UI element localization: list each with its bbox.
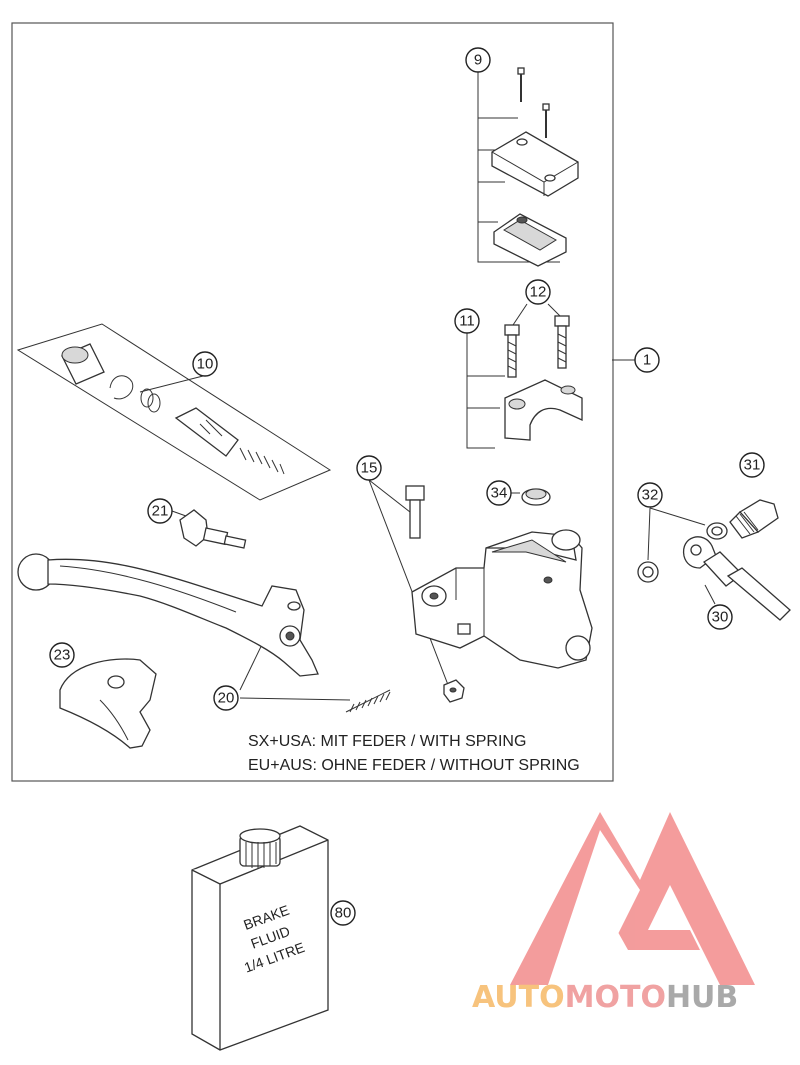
reservoir-cover-group [491, 67, 579, 267]
lever-boot [59, 658, 157, 749]
automotohub-logo-mark [510, 812, 755, 985]
svg-text:10: 10 [197, 356, 214, 373]
callout-10: 10 [192, 351, 218, 377]
svg-text:34: 34 [491, 485, 508, 502]
svg-text:31: 31 [744, 457, 761, 474]
svg-text:32: 32 [642, 487, 659, 504]
svg-text:9: 9 [474, 52, 482, 69]
callout-30: 30 [707, 604, 733, 630]
brake-fluid-can [191, 825, 329, 1051]
handlebar-clamp-group [504, 315, 583, 441]
master-cylinder-body [411, 529, 593, 669]
adjuster-group [179, 509, 247, 549]
spring-note-line1: SX+USA: MIT FEDER / WITH SPRING [248, 733, 527, 750]
svg-text:11: 11 [459, 313, 475, 330]
svg-text:12: 12 [530, 284, 547, 301]
piston-kit-group [16, 323, 332, 501]
diagram-frame [11, 22, 614, 782]
callout-20: 20 [213, 685, 239, 711]
callout-34: 34 [486, 480, 512, 506]
svg-text:15: 15 [361, 460, 378, 477]
callout-31: 31 [739, 452, 765, 478]
callout-9: 9 [465, 47, 491, 73]
brake-lever [17, 553, 319, 677]
logo-word-moto: MOTO [564, 980, 666, 1015]
svg-text:80: 80 [335, 905, 352, 922]
logo-word-hub: HUB [665, 980, 739, 1015]
callout-32: 32 [637, 482, 663, 508]
brake-hose-group [637, 499, 791, 621]
callout-12: 12 [525, 279, 551, 305]
spring-note-line2: EU+AUS: OHNE FEDER / WITHOUT SPRING [248, 757, 580, 774]
callout-11: 11 [454, 308, 480, 334]
pivot-bolt-group [405, 485, 465, 703]
lever-spring [345, 689, 391, 713]
callout-21: 21 [147, 498, 173, 524]
svg-text:30: 30 [712, 609, 729, 626]
svg-text:1: 1 [643, 352, 651, 369]
callout-15: 15 [356, 455, 382, 481]
logo-word-auto: AUTO [472, 980, 565, 1015]
svg-text:21: 21 [152, 503, 169, 520]
svg-text:20: 20 [218, 690, 235, 707]
svg-text:23: 23 [54, 647, 71, 664]
screw-cap-group [521, 488, 551, 506]
callout-80: 80 [330, 900, 356, 926]
automotohub-logo-text: AUTOMOTOHUB [472, 980, 738, 1015]
callout-1: 1 [634, 347, 660, 373]
callout-23: 23 [49, 642, 75, 668]
